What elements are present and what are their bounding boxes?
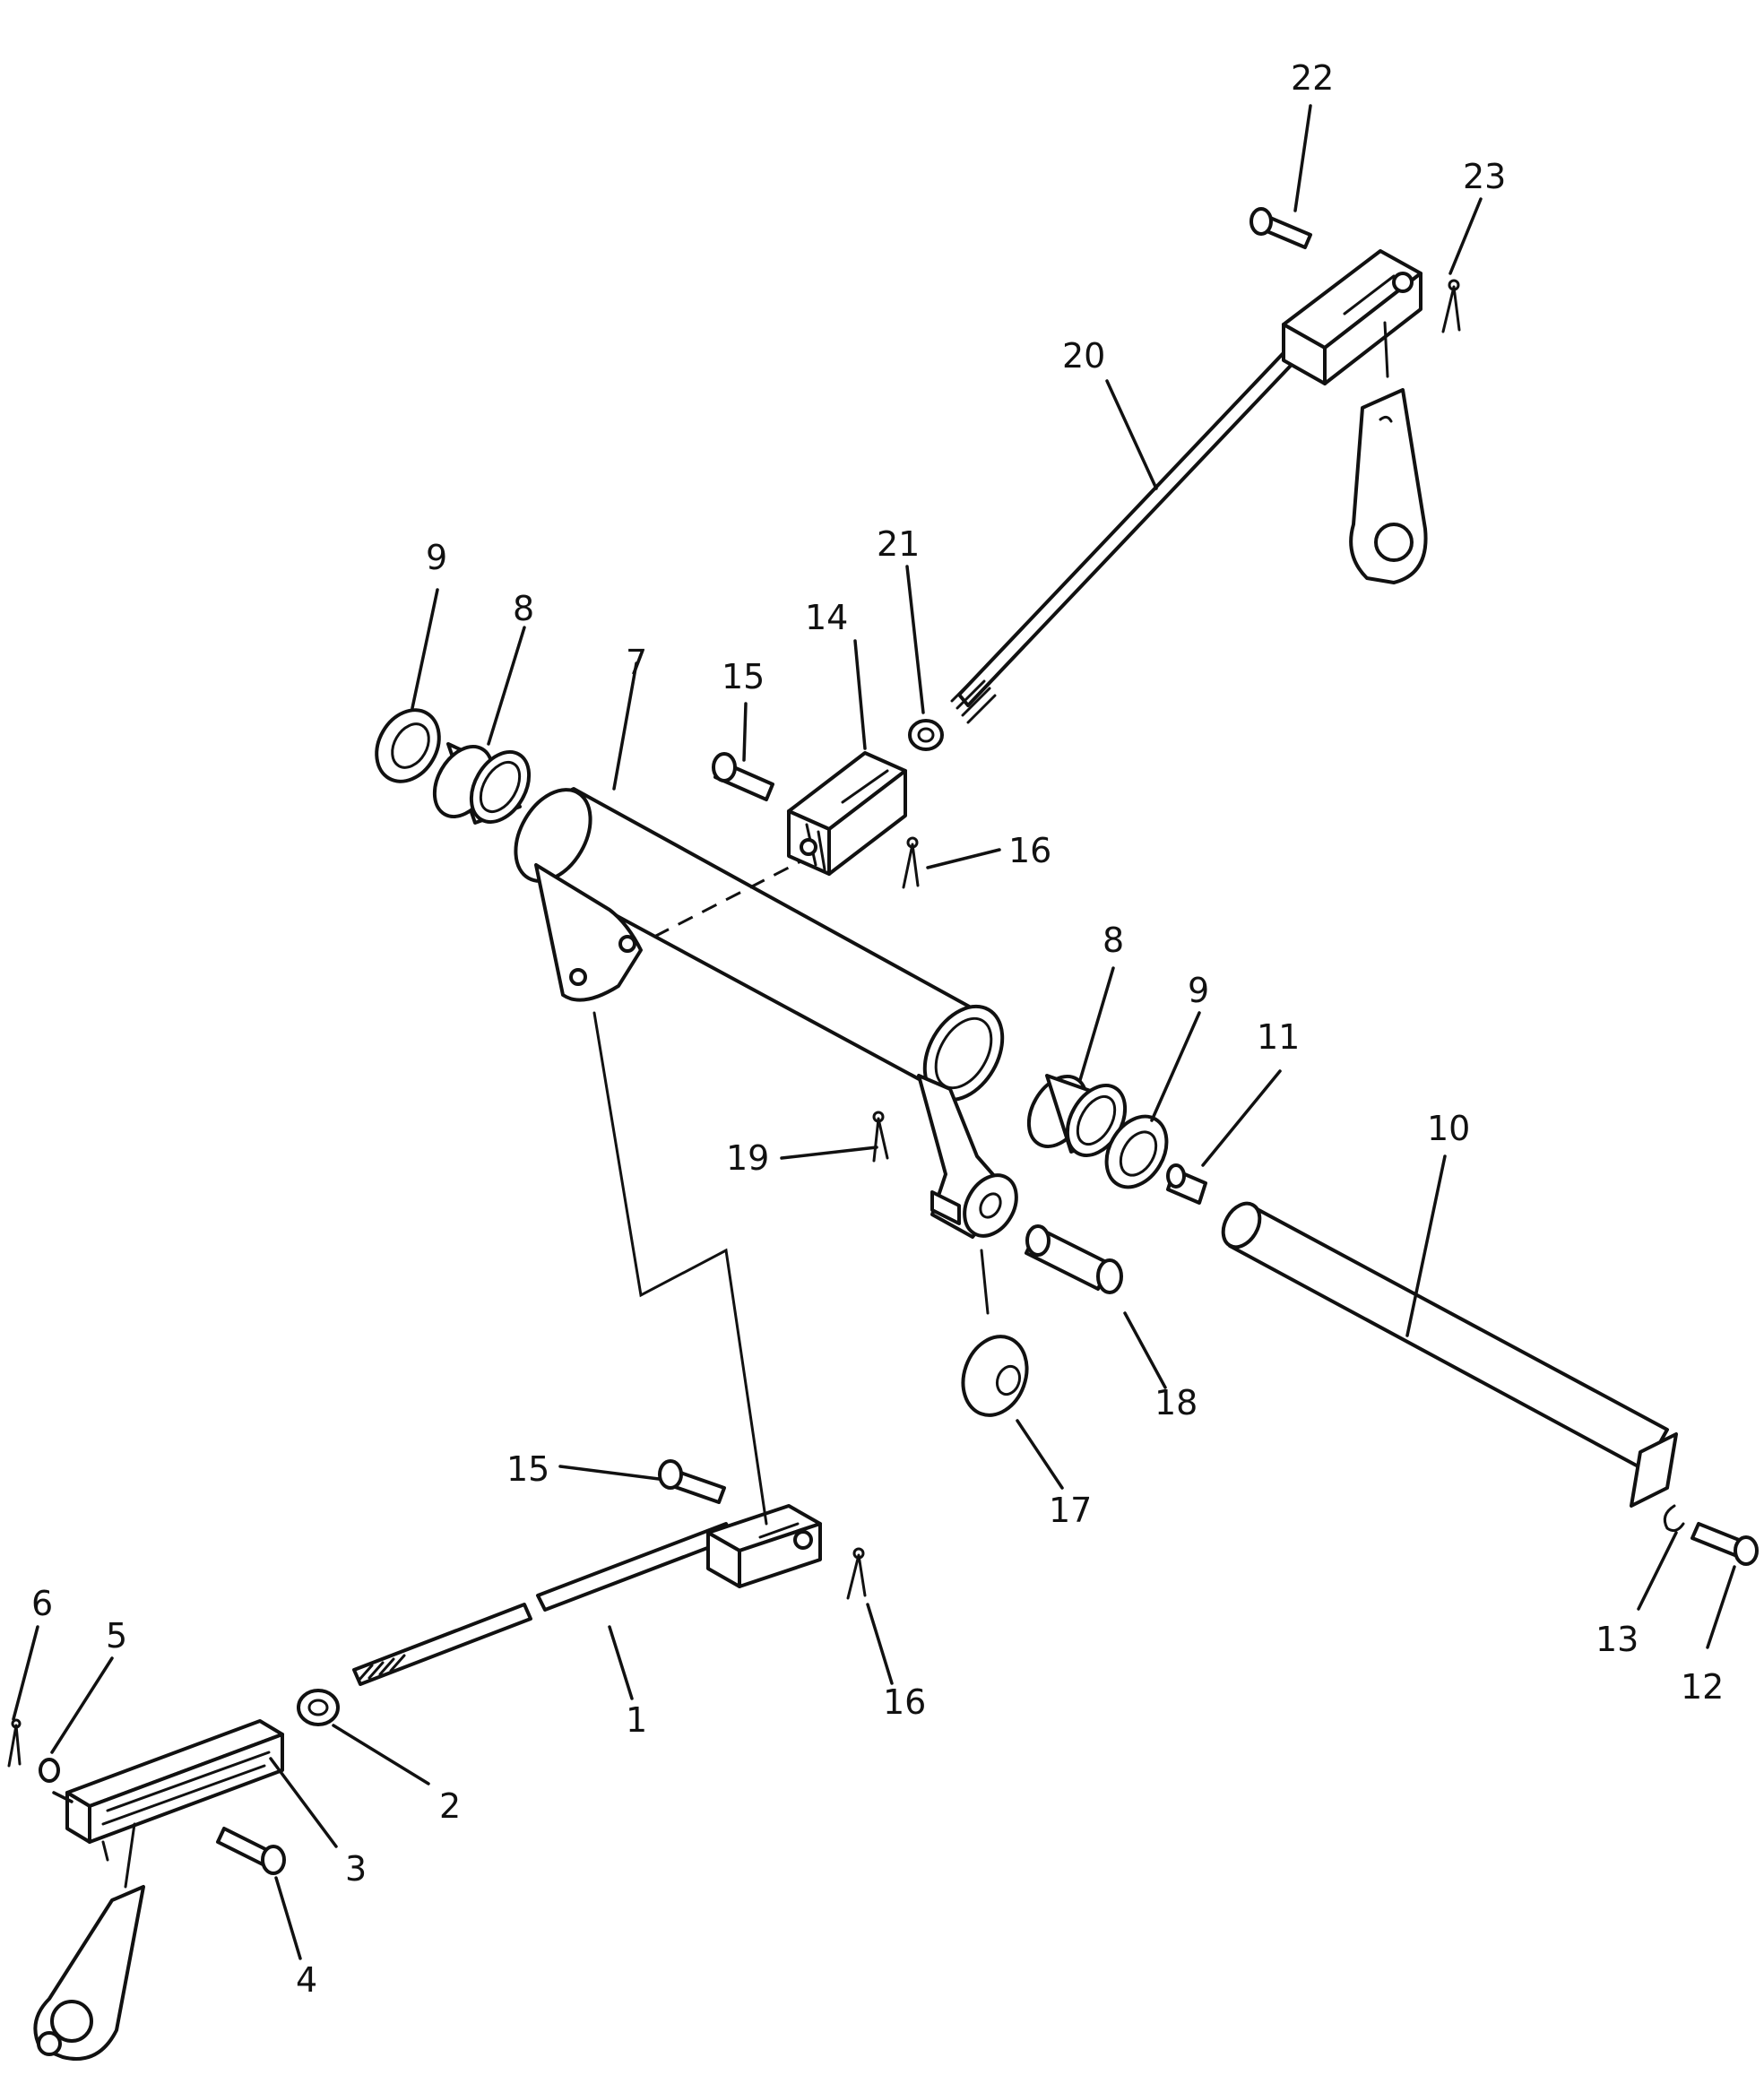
part-15-upper-pin xyxy=(712,752,774,801)
part-22-upper-pin xyxy=(1250,207,1312,249)
part-23-cotter-pin xyxy=(1441,279,1461,333)
callout-22: 22 xyxy=(1291,58,1334,98)
callout-21: 21 xyxy=(877,524,920,564)
part-1-lower-rod xyxy=(352,1522,735,1686)
callout-4: 4 xyxy=(296,1960,317,2000)
callout-20: 20 xyxy=(1062,336,1105,376)
part-3-yoke xyxy=(65,1719,284,1862)
callout-23: 23 xyxy=(1463,157,1506,196)
callout-14: 14 xyxy=(805,598,848,637)
callout-10: 10 xyxy=(1427,1109,1470,1148)
callout-11: 11 xyxy=(1257,1017,1300,1057)
part-16-upper-cotter xyxy=(902,836,920,889)
part-11-grease-fitting xyxy=(1166,1163,1207,1205)
callout-2: 2 xyxy=(439,1786,461,1826)
callout-8-right: 8 xyxy=(1102,921,1124,960)
callout-9-upper: 9 xyxy=(426,538,447,577)
part-12-bolt xyxy=(1690,1522,1759,1566)
callout-3: 3 xyxy=(345,1849,367,1889)
part-14-upper-clevis xyxy=(787,751,907,876)
part-9-right-seal xyxy=(1104,1114,1169,1189)
callout-6: 6 xyxy=(31,1584,53,1623)
callout-5: 5 xyxy=(106,1616,127,1656)
part-lower-lever xyxy=(33,1822,145,2061)
callout-16-lower: 16 xyxy=(883,1682,926,1722)
part-9-upper-seal xyxy=(375,708,441,783)
callout-16-upper: 16 xyxy=(1008,831,1051,870)
part-8-upper-bearing xyxy=(432,742,532,825)
part-20-upper-clevis xyxy=(1282,249,1422,385)
callout-8-upper: 8 xyxy=(513,589,534,628)
callout-19: 19 xyxy=(726,1138,769,1178)
callout-17: 17 xyxy=(1049,1491,1092,1530)
callout-1: 1 xyxy=(626,1700,647,1740)
callout-15-upper: 15 xyxy=(722,657,765,696)
callout-13: 13 xyxy=(1595,1620,1639,1659)
part-18-pin xyxy=(1025,1224,1123,1294)
part-10-shaft xyxy=(1221,1201,1678,1508)
part-upper-lever xyxy=(1349,321,1428,584)
connection-line xyxy=(592,1011,768,1526)
part-1-lower-clevis xyxy=(706,1504,822,1588)
part-15-lower-pin xyxy=(658,1459,726,1504)
part-5-washer xyxy=(39,1758,60,1783)
leader-lines xyxy=(12,104,1736,1960)
part-4-pin xyxy=(216,1827,286,1875)
part-13-lock-washer xyxy=(1663,1504,1685,1533)
callout-7: 7 xyxy=(626,643,647,682)
part-16-lower-cotter xyxy=(846,1547,867,1600)
alignment-dashed-line xyxy=(653,854,812,938)
part-21-nut xyxy=(908,719,944,751)
part-6-cotter xyxy=(7,1718,22,1768)
callout-9-right: 9 xyxy=(1188,971,1209,1010)
part-7-lower-arm xyxy=(917,1074,1018,1239)
callout-18: 18 xyxy=(1154,1383,1198,1422)
part-7-cross-shaft xyxy=(514,787,1005,1102)
callout-15-lower: 15 xyxy=(506,1449,549,1489)
part-2-nut xyxy=(297,1689,340,1726)
callout-labels: 22 23 20 21 14 15 16 7 8 9 8 9 11 10 19 … xyxy=(31,58,1724,2000)
part-8-right-bearing xyxy=(1026,1074,1128,1157)
part-17-collar xyxy=(961,1249,1029,1417)
callout-12: 12 xyxy=(1681,1667,1724,1707)
part-19-cotter xyxy=(872,1111,889,1163)
part-20-upper-rod xyxy=(950,339,1306,724)
